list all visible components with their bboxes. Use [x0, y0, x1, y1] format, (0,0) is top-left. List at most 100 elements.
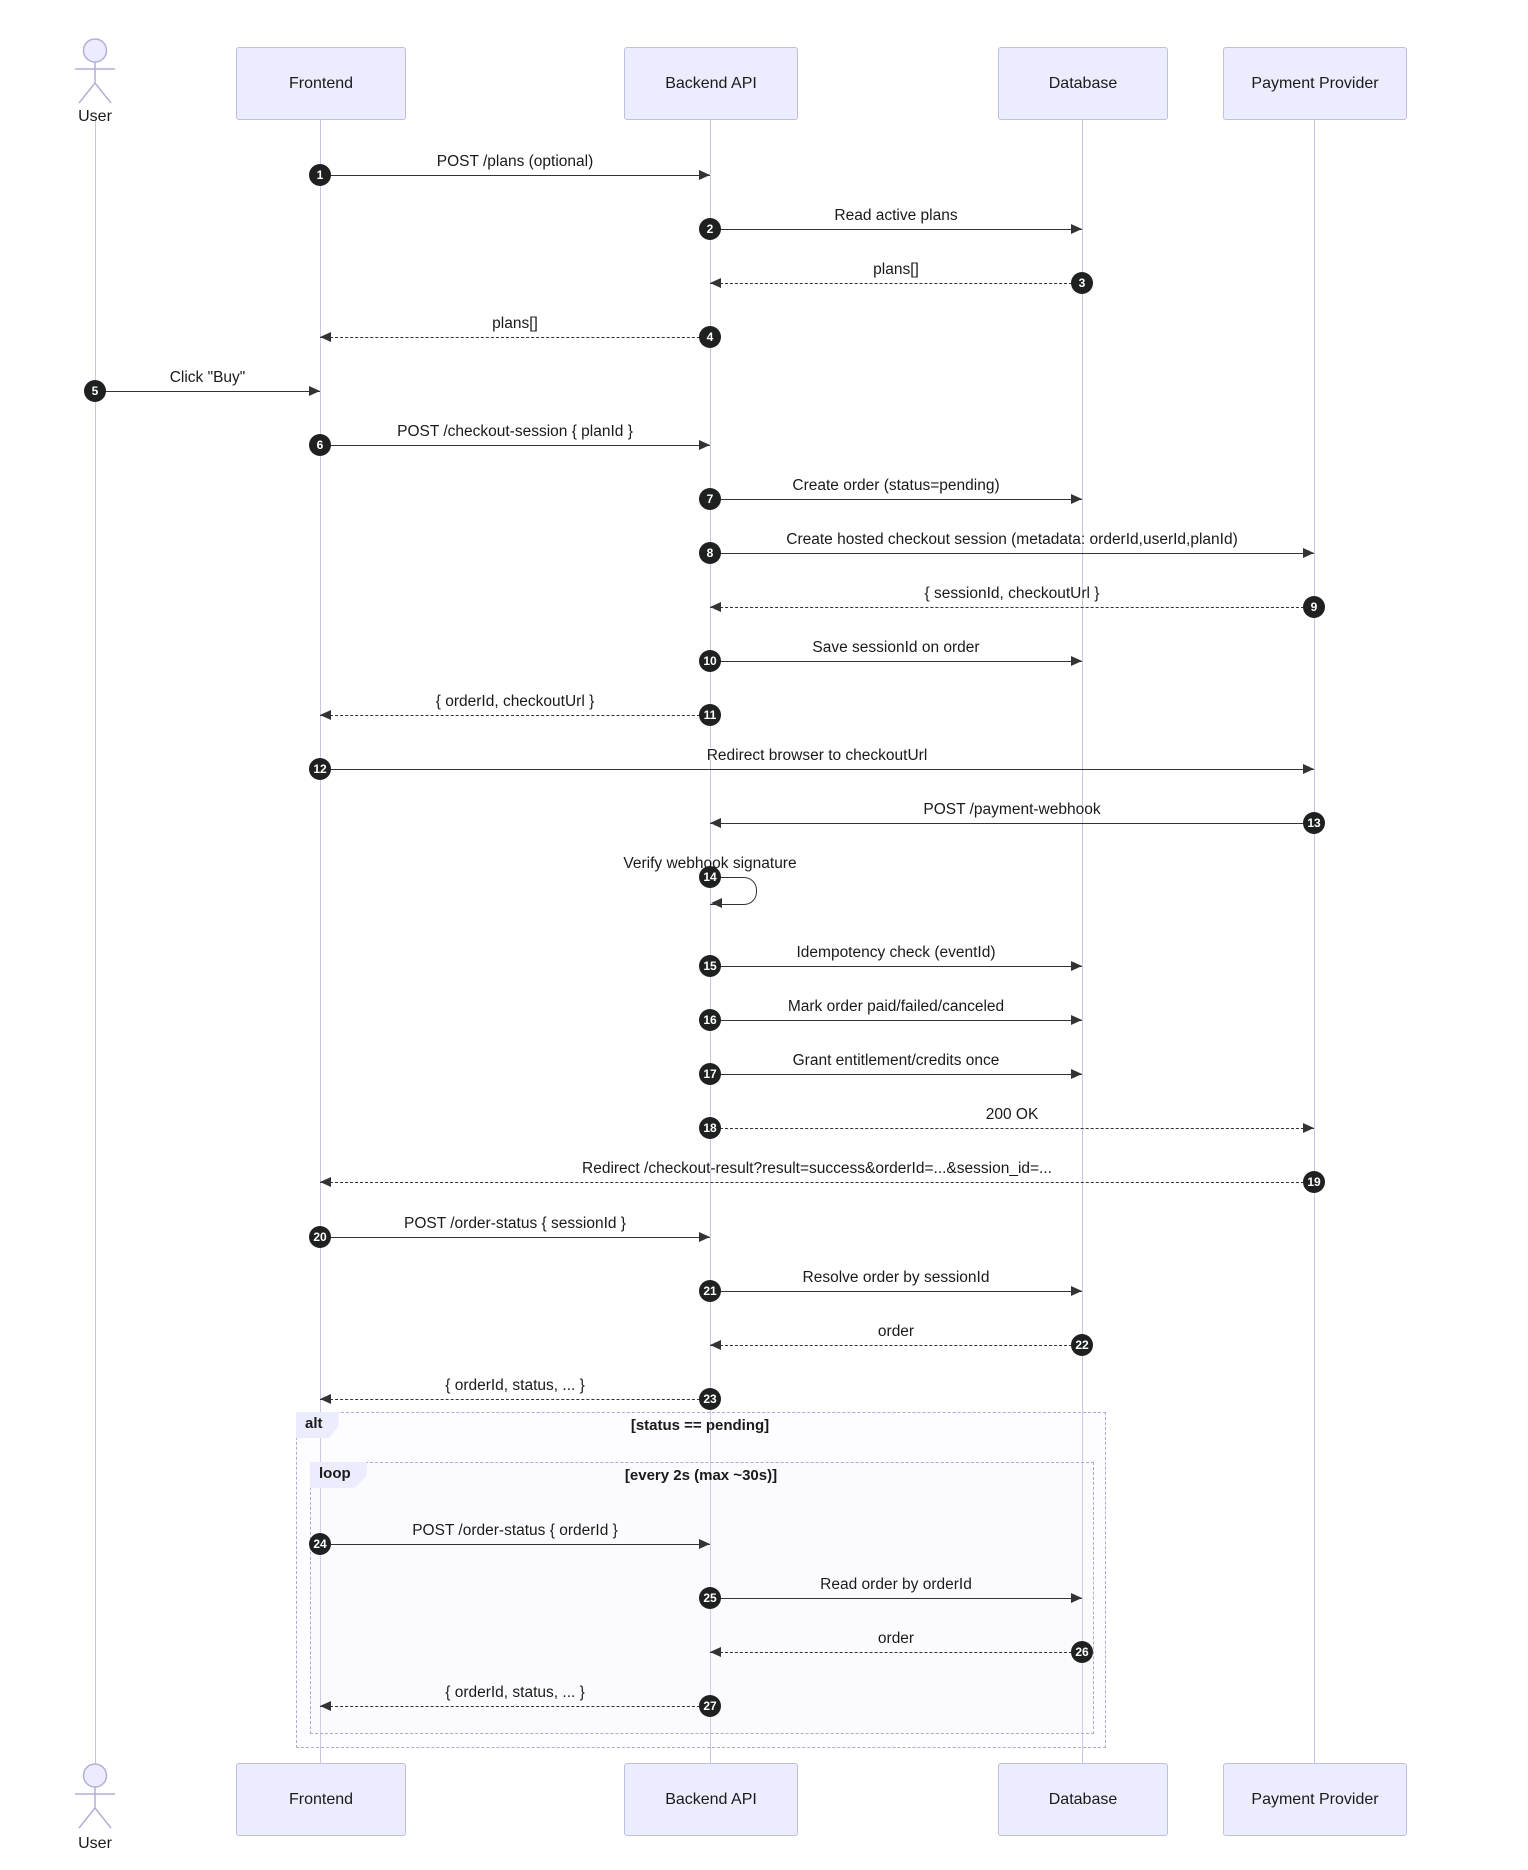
message-26-number: 26 — [1071, 1641, 1093, 1663]
message-7-number: 7 — [699, 488, 721, 510]
message-23-number: 23 — [699, 1388, 721, 1410]
payment-lifeline — [1314, 120, 1315, 1765]
user-actor-icon-bottom — [69, 1763, 121, 1831]
message-17-line — [710, 1074, 1082, 1075]
message-16-label: Mark order paid/failed/canceled — [787, 998, 1005, 1015]
message-7-label: Create order (status=pending) — [792, 477, 1000, 494]
message-8-number: 8 — [699, 542, 721, 564]
message-26-line — [710, 1652, 1082, 1653]
message-15-line — [710, 966, 1082, 967]
message-17-number: 17 — [699, 1063, 721, 1085]
message-9-arrowhead — [710, 602, 721, 612]
message-2-arrowhead — [1071, 224, 1082, 234]
message-14-self-arrow — [710, 877, 757, 905]
message-22-arrowhead — [710, 1340, 721, 1350]
message-3-arrowhead — [710, 278, 721, 288]
message-5-number: 5 — [84, 380, 106, 402]
message-8-line — [710, 553, 1314, 554]
message-21-arrowhead — [1071, 1286, 1082, 1296]
message-14-number: 14 — [699, 866, 721, 888]
user-label-top: User — [78, 108, 112, 125]
message-24-number: 24 — [309, 1533, 331, 1555]
message-19-line — [320, 1182, 1314, 1183]
message-25-line — [710, 1598, 1082, 1599]
message-16-arrowhead — [1071, 1015, 1082, 1025]
user-lifeline — [95, 120, 96, 1765]
message-15-arrowhead — [1071, 961, 1082, 971]
message-4-arrowhead — [320, 332, 331, 342]
message-23-arrowhead — [320, 1394, 331, 1404]
message-24-line — [320, 1544, 710, 1545]
backend-participant-top: Backend API — [624, 47, 798, 120]
user-label-bottom: User — [78, 1835, 112, 1852]
message-27-arrowhead — [320, 1701, 331, 1711]
alt-frame — [296, 1412, 1106, 1748]
alt-frame-label: alt — [296, 1412, 339, 1438]
message-26-arrowhead — [710, 1647, 721, 1657]
message-20-number: 20 — [309, 1226, 331, 1248]
message-18-number: 18 — [699, 1117, 721, 1139]
message-20-label: POST /order-status { sessionId } — [404, 1215, 626, 1232]
backend-lifeline — [710, 120, 711, 1765]
message-13-line — [710, 823, 1314, 824]
message-19-number: 19 — [1303, 1171, 1325, 1193]
message-12-line — [320, 769, 1314, 770]
message-2-label: Read active plans — [834, 207, 958, 224]
message-8-label: Create hosted checkout session (metadata… — [786, 531, 1238, 548]
frontend-participant-bottom: Frontend — [236, 1763, 406, 1836]
message-10-line — [710, 661, 1082, 662]
message-13-label: POST /payment-webhook — [923, 801, 1101, 818]
frontend-lifeline — [320, 120, 321, 1765]
message-9-line — [710, 607, 1314, 608]
message-17-label: Grant entitlement/credits once — [792, 1052, 1000, 1069]
message-11-arrowhead — [320, 710, 331, 720]
message-24-label: POST /order-status { orderId } — [412, 1522, 618, 1539]
message-10-number: 10 — [699, 650, 721, 672]
message-7-line — [710, 499, 1082, 500]
message-11-number: 11 — [699, 704, 721, 726]
message-22-label: order — [877, 1323, 915, 1340]
message-13-number: 13 — [1303, 812, 1325, 834]
message-23-line — [320, 1399, 710, 1400]
message-6-line — [320, 445, 710, 446]
message-18-arrowhead — [1303, 1123, 1314, 1133]
message-21-label: Resolve order by sessionId — [802, 1269, 990, 1286]
message-10-arrowhead — [1071, 656, 1082, 666]
message-15-number: 15 — [699, 955, 721, 977]
message-27-label: { orderId, status, ... } — [445, 1684, 585, 1701]
payment-participant-bottom: Payment Provider — [1223, 1763, 1407, 1836]
message-1-number: 1 — [309, 164, 331, 186]
message-23-label: { orderId, status, ... } — [445, 1377, 585, 1394]
message-12-label: Redirect browser to checkoutUrl — [706, 747, 928, 764]
message-1-label: POST /plans (optional) — [436, 153, 594, 170]
message-25-label: Read order by orderId — [820, 1576, 972, 1593]
message-12-arrowhead — [1303, 764, 1314, 774]
message-1-line — [320, 175, 710, 176]
alt-frame-condition: [status == pending] — [630, 1417, 770, 1434]
message-14-label: Verify webhook signature — [623, 855, 797, 872]
frontend-participant-top: Frontend — [236, 47, 406, 120]
message-10-label: Save sessionId on order — [812, 639, 980, 656]
message-18-line — [710, 1128, 1314, 1129]
message-13-arrowhead — [710, 818, 721, 828]
message-21-line — [710, 1291, 1082, 1292]
message-5-arrowhead — [309, 386, 320, 396]
message-4-label: plans[] — [492, 315, 538, 332]
payment-participant-top: Payment Provider — [1223, 47, 1407, 120]
message-26-label: order — [877, 1630, 915, 1647]
message-18-label: 200 OK — [985, 1106, 1039, 1123]
message-5-line — [95, 391, 320, 392]
message-4-number: 4 — [699, 326, 721, 348]
database-lifeline — [1082, 120, 1083, 1765]
message-21-number: 21 — [699, 1280, 721, 1302]
message-12-number: 12 — [309, 758, 331, 780]
message-16-number: 16 — [699, 1009, 721, 1031]
message-19-arrowhead — [320, 1177, 331, 1187]
message-6-arrowhead — [699, 440, 710, 450]
message-17-arrowhead — [1071, 1069, 1082, 1079]
message-1-arrowhead — [699, 170, 710, 180]
user-actor-icon-top — [69, 38, 121, 106]
message-5-label: Click "Buy" — [169, 369, 246, 386]
database-participant-top: Database — [998, 47, 1168, 120]
